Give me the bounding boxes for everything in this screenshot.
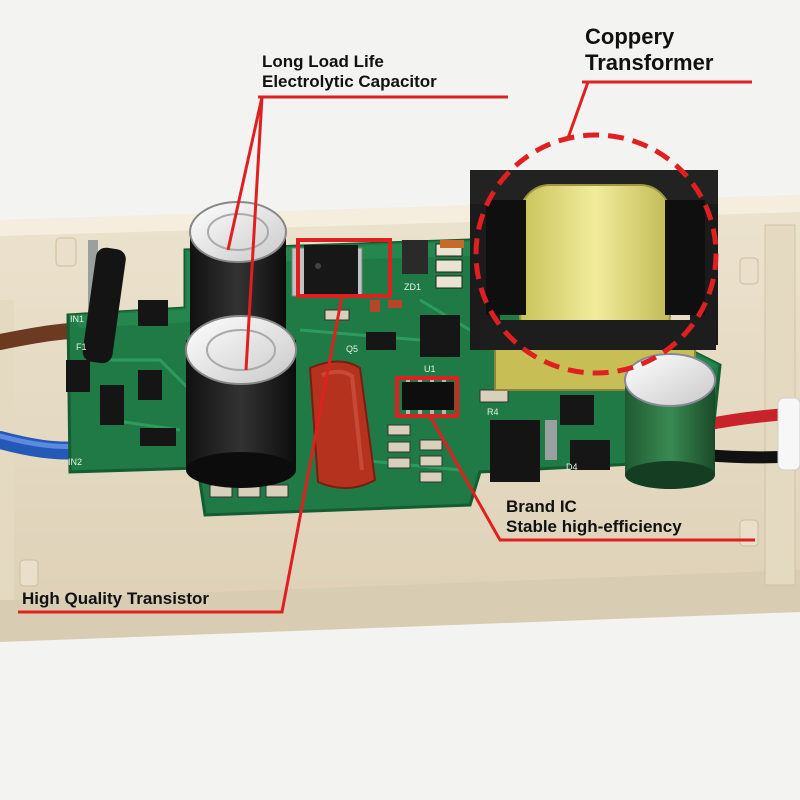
transformer-label-line2: Transformer	[585, 49, 714, 75]
transformer-highlight-circle	[473, 132, 719, 376]
silk-zd1: ZD1	[404, 282, 421, 292]
transistor-label-line1: High Quality Transistor	[22, 589, 210, 608]
silk-f1: F1	[76, 342, 87, 352]
output-capacitor	[624, 353, 716, 489]
silk-q5: Q5	[346, 344, 358, 354]
capacitor-pointer-1	[226, 96, 264, 251]
transistor-label: High Quality Transistor	[22, 589, 209, 609]
transformer-label-line1: Coppery	[585, 24, 675, 49]
silk-in2: IN2	[68, 457, 82, 467]
silk-in1: IN1	[70, 314, 84, 324]
annotation-overlays	[18, 80, 755, 614]
silk-u1: U1	[424, 364, 436, 374]
output-wires	[703, 397, 800, 471]
capacitor-label-line1: Long Load Life	[262, 52, 384, 71]
ic-highlight-box	[395, 376, 459, 418]
capacitor-label: Long Load Life Electrolytic Capacitor	[262, 52, 437, 91]
ic-label-line2: Stable high-efficiency	[506, 516, 682, 536]
electrolytic-capacitor-bottom	[185, 315, 297, 488]
ic-label-line1: Brand IC	[506, 497, 577, 516]
transistor-highlight-box	[296, 238, 392, 298]
ic-pointer	[428, 415, 755, 542]
silkscreen-labels: IN1 IN2 F1 R4 U1 Q5 D4 ZD1	[68, 282, 578, 472]
smd-components	[66, 240, 610, 498]
capacitor-label-line2: Electrolytic Capacitor	[262, 71, 437, 91]
transformer-pointer	[566, 81, 590, 139]
transformer-label: Coppery Transformer	[585, 24, 713, 76]
ic-label: Brand IC Stable high-efficiency	[506, 497, 682, 536]
brand-ic-chip	[402, 376, 454, 416]
capacitor-pointer-2	[244, 96, 264, 371]
power-transistor	[291, 245, 363, 297]
silk-r4: R4	[487, 407, 499, 417]
silk-d4: D4	[566, 462, 578, 472]
fuse-component	[82, 240, 126, 364]
transistor-pointer	[18, 295, 344, 614]
